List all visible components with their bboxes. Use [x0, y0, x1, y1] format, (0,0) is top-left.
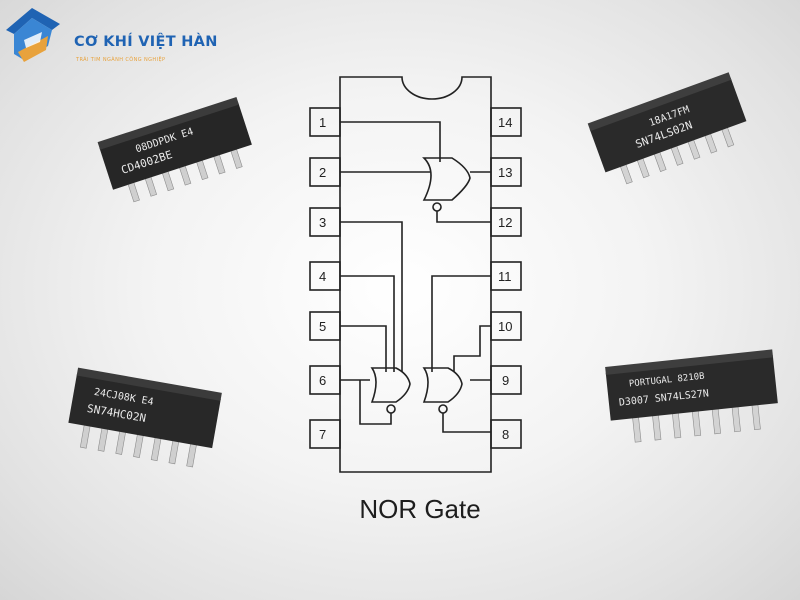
pin-label-right-14: 14	[498, 115, 512, 130]
ic-chip-bottom-left: 24CJ08K E4 SN74HC02N	[68, 367, 222, 468]
ic-chip-bottom-right: PORTUGAL 8210B D3007 SN74LS27N	[605, 349, 778, 443]
pin-label-right-9: 9	[502, 373, 509, 388]
pin-label-right-11: 11	[498, 269, 512, 284]
pin-label-left-2: 2	[319, 165, 326, 180]
pin-label-right-8: 8	[502, 427, 509, 442]
pin-label-left-1: 1	[319, 115, 326, 130]
diagram-caption: NOR Gate	[359, 494, 481, 524]
pin-label-right-12: 12	[498, 215, 512, 230]
pin-label-right-13: 13	[498, 165, 512, 180]
nor-gate-right	[422, 367, 463, 403]
nor-gate-top-bubble	[432, 202, 442, 212]
pin-label-left-3: 3	[319, 215, 326, 230]
nor-gate-top	[422, 157, 471, 201]
brand-name: CƠ KHÍ VIỆT HÀN	[74, 34, 218, 50]
pin-label-right-10: 10	[498, 319, 512, 334]
pin-label-left-6: 6	[319, 373, 326, 388]
pin-label-left-7: 7	[319, 427, 326, 442]
nor-gate-left	[370, 367, 411, 403]
pin-label-left-5: 5	[319, 319, 326, 334]
nor-gate-right-bubble	[438, 404, 448, 414]
ic-chip-top-right: 18A17FM SN74LS02N	[587, 72, 747, 185]
brand-logo: CƠ KHÍ VIỆT HÀN TRÁI TIM NGÀNH CÔNG NGHI…	[0, 0, 260, 80]
brand-slogan: TRÁI TIM NGÀNH CÔNG NGHIỆP	[76, 57, 166, 63]
ic-chip-top-left: 08DDPDK E4 CD4002BE	[97, 97, 252, 203]
house-roof-logo-icon	[6, 8, 60, 62]
ic-body-outline	[339, 76, 492, 473]
nor-gate-left-bubble	[386, 404, 396, 414]
pin-label-left-4: 4	[319, 269, 326, 284]
